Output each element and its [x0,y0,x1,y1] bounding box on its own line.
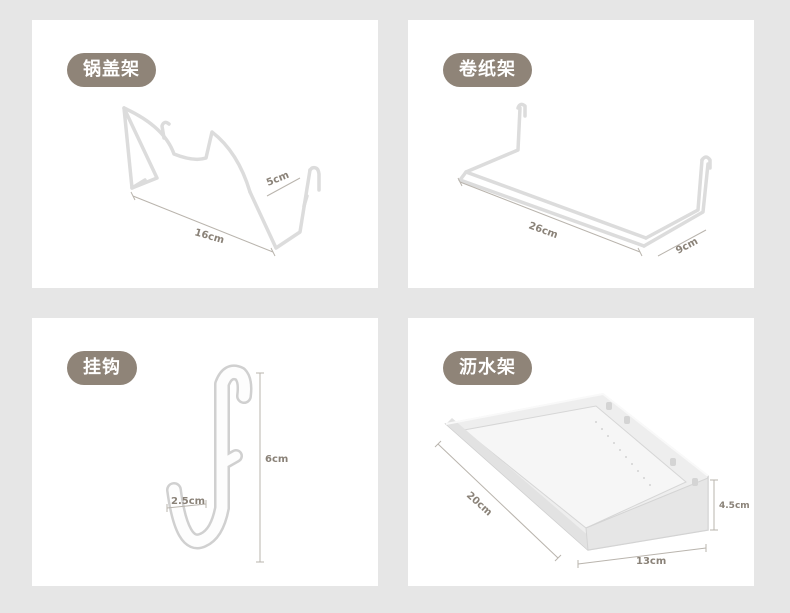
drain-tray-label: 沥水架 [443,351,532,385]
pot-lid-rack-illustration: 16cm 5cm [122,106,321,257]
pot-lid-rack-length-label: 16cm [193,227,225,246]
paper-roll-holder-label: 卷纸架 [443,53,532,87]
pot-lid-rack-panel: 锅盖架 16cm 5cm [32,20,378,288]
drain-tray-illustration: 20cm 13cm 4.5cm [434,392,750,568]
pot-lid-rack-label: 锅盖架 [67,53,156,87]
hook-panel: 挂钩 6cm 2.5cm [32,318,378,586]
paper-roll-holder-panel: 卷纸架 26cm 9cm [408,20,754,288]
hook-height-label: 6cm [265,454,288,465]
drain-tray-height-label: 4.5cm [719,501,750,511]
pot-lid-rack-depth-label: 5cm [265,170,291,189]
paper-roll-holder-length-label: 26cm [527,220,559,241]
paper-roll-holder-depth-label: 9cm [674,236,700,257]
hook-label: 挂钩 [67,351,137,385]
hook-illustration: 6cm 2.5cm [166,364,288,563]
drain-tray-panel: 沥水架 [408,318,754,586]
drain-tray-length-label: 20cm [464,490,494,518]
hook-width-label: 2.5cm [171,496,205,507]
paper-roll-holder-illustration: 26cm 9cm [457,102,712,257]
drain-tray-width-label: 13cm [636,556,666,567]
